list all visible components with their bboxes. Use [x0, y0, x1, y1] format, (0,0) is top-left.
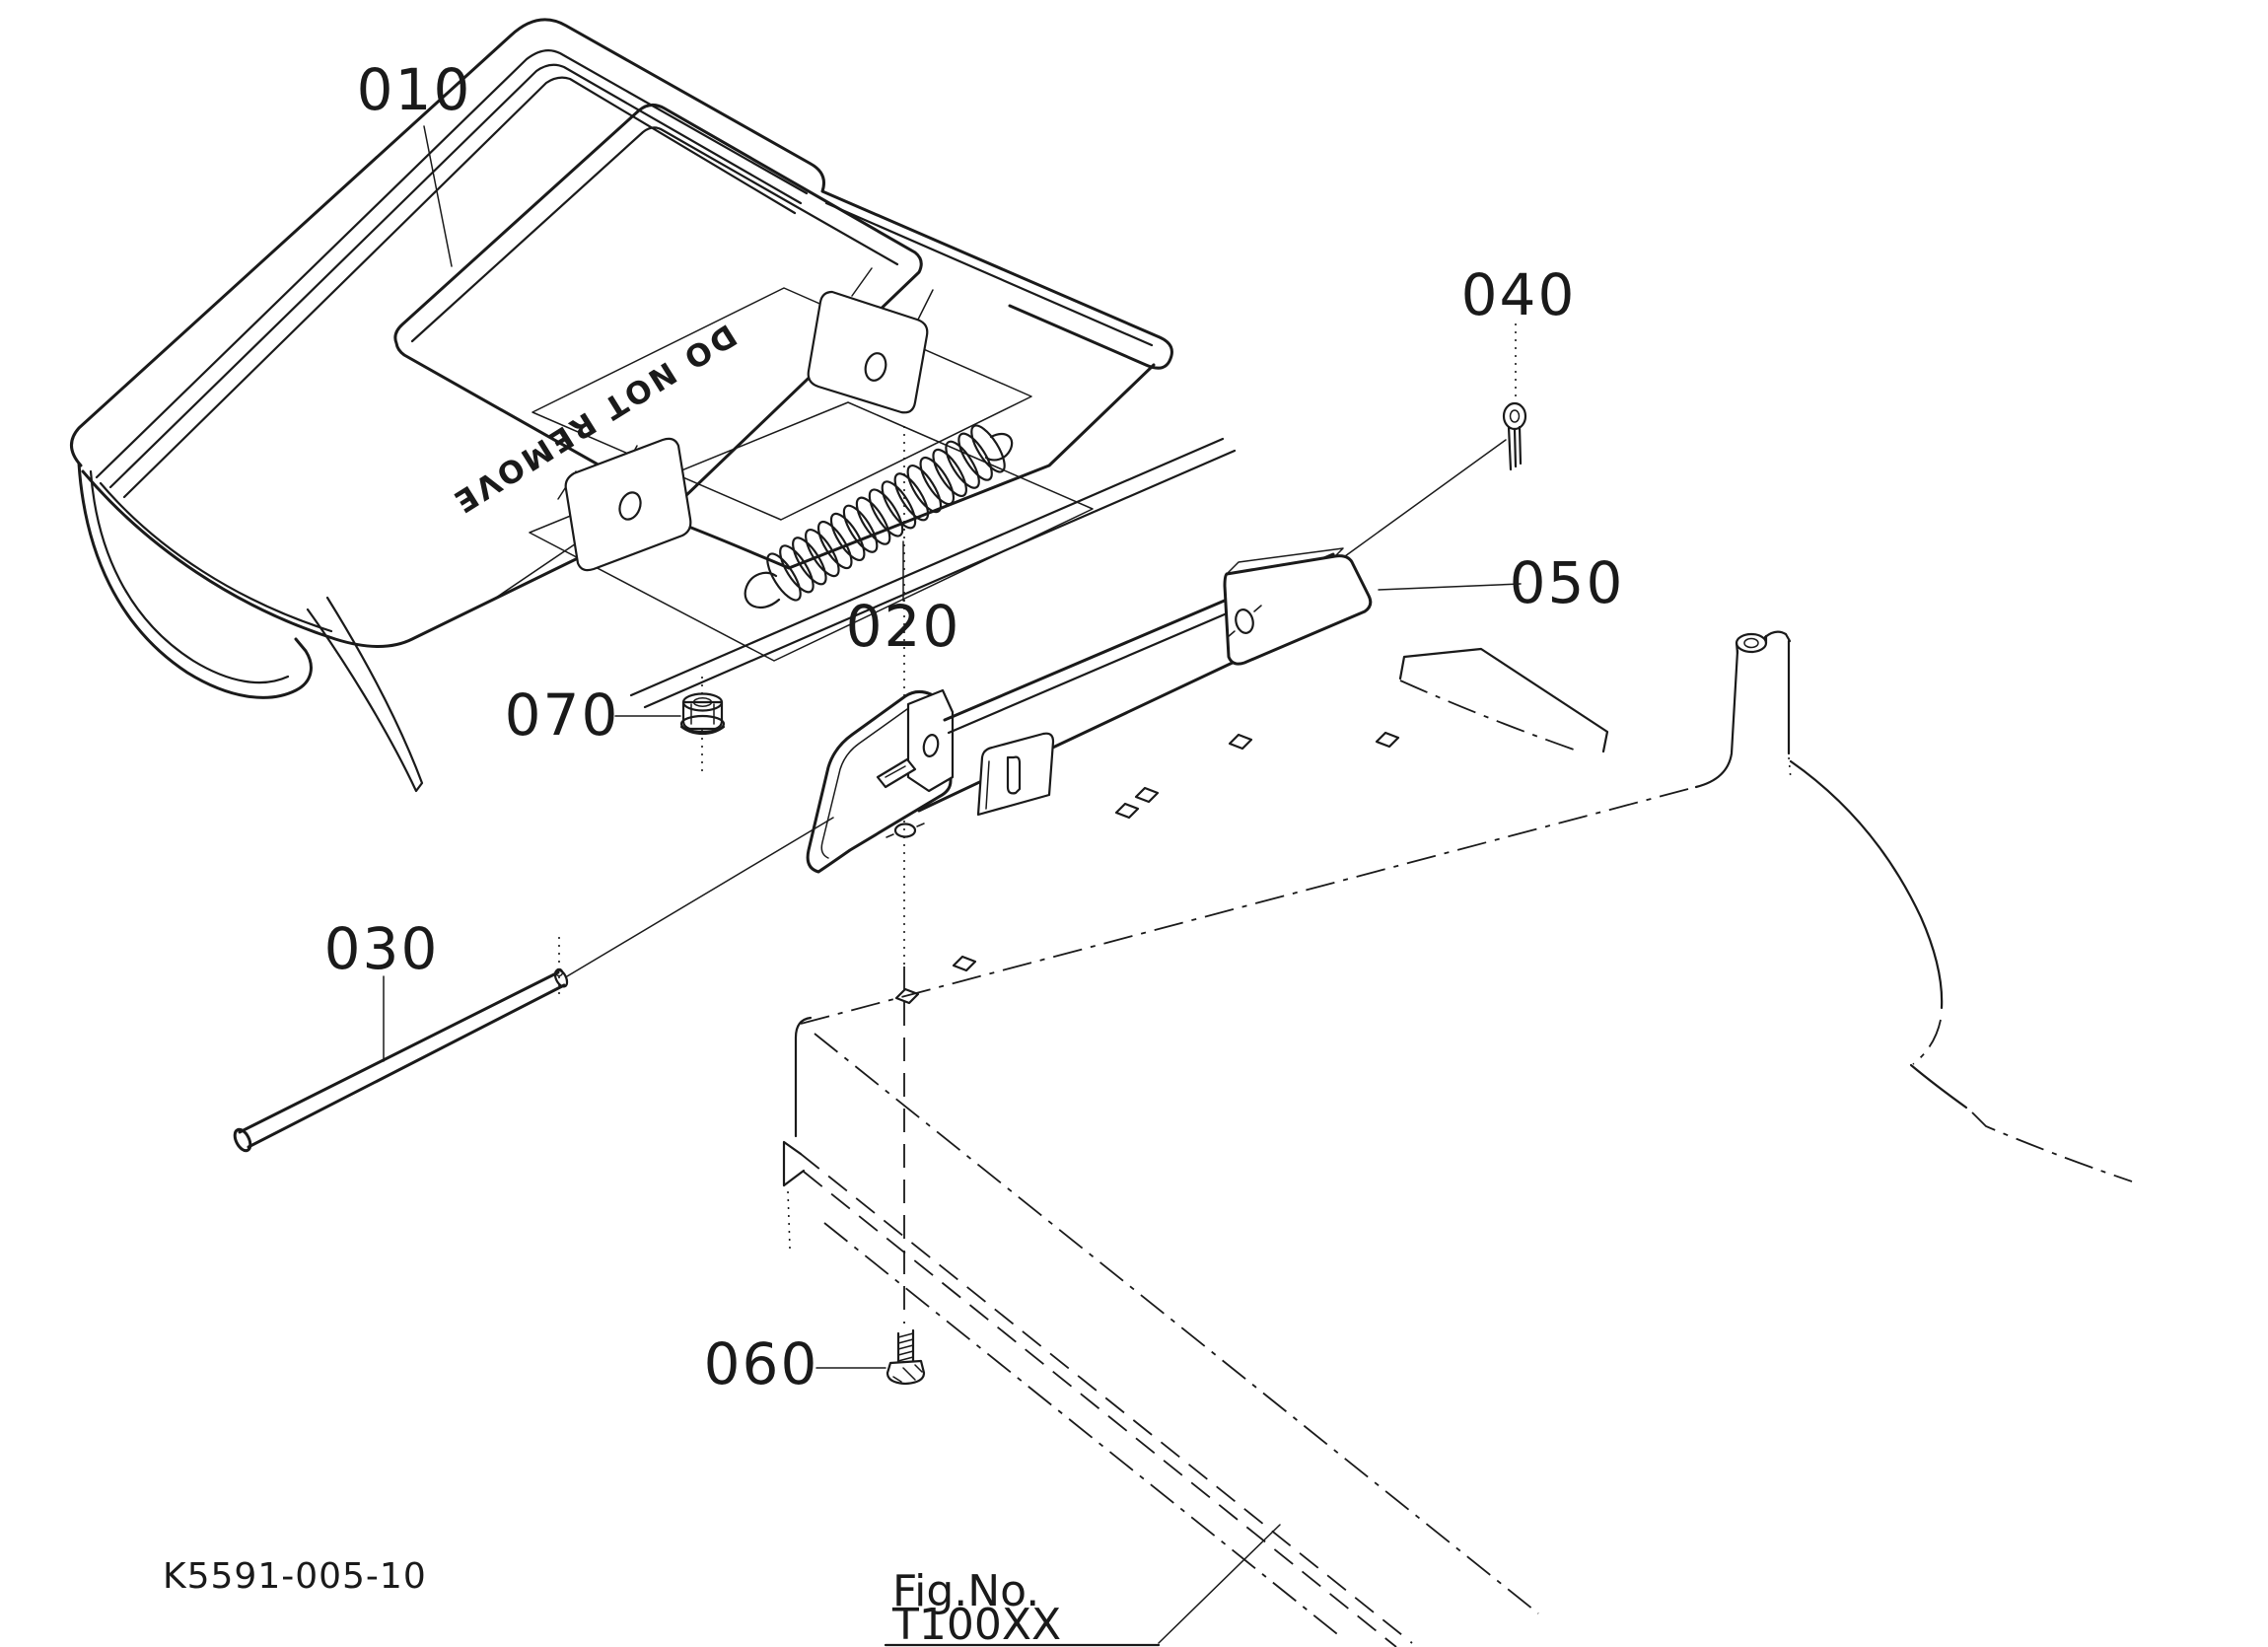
rod-right-cap [553, 968, 569, 988]
cover-right-band-line [824, 201, 1154, 347]
mower-deck-phantom [629, 437, 2133, 1647]
leader-010 [423, 125, 453, 267]
deck-belt-hump [1398, 647, 1609, 753]
deck-top-front-edge [800, 788, 1689, 1025]
deck-right-curve-dash [1912, 1019, 1942, 1065]
rod-pin-hole [554, 967, 564, 977]
fig-no-value[interactable]: T100XX [891, 1600, 1061, 1647]
cover-opening [393, 104, 923, 505]
deck-front-left-corner [794, 1016, 813, 1138]
cotter-pin-prongs [1507, 425, 1523, 471]
deck-right-cusp [1909, 1063, 1968, 1110]
deck-rear-post [1694, 630, 1792, 789]
fig-no-label[interactable]: Fig.No. [892, 1566, 1039, 1616]
cover-rib-1 [95, 48, 809, 479]
deck-bottom-front-edge [823, 1222, 1342, 1638]
callout-050[interactable]: 050 [1510, 549, 1625, 616]
rod-axis-line [566, 817, 834, 977]
callout-070[interactable]: 070 [505, 681, 620, 749]
deck-rear-lip-line2 [643, 449, 1237, 709]
deck-channel-line-lower [803, 1171, 1397, 1647]
bracket-left-tab-slot [922, 734, 940, 757]
deck-front-left-edge-dotted [787, 1190, 791, 1250]
cover-left-hinge-hole [618, 491, 642, 521]
leader-050 [1378, 583, 1522, 591]
cover-outer-outline [70, 18, 1173, 467]
nut-bore [692, 697, 713, 707]
cover-rib-3 [122, 76, 797, 499]
callout-010[interactable]: 010 [357, 56, 472, 123]
callout-020[interactable]: 020 [846, 593, 961, 660]
rod-left-cap [233, 1127, 252, 1153]
cover-left-skirt [77, 462, 313, 699]
bracket-right-gusset-hole [1235, 609, 1254, 634]
deck-face-fold-line [814, 1033, 1539, 1614]
deck-right-lower-edge [1971, 1111, 2133, 1182]
cover-rib-2 [108, 63, 803, 489]
part-060-bolt [886, 1328, 926, 1386]
deck-channel-line-upper [800, 1153, 1413, 1644]
fig-no-leader [1158, 1524, 1281, 1644]
nut-top-face [681, 692, 724, 712]
callout-030[interactable]: 030 [324, 915, 440, 982]
bracket-latch-keeper [976, 732, 1055, 817]
deck-slot-holes [894, 731, 1400, 1005]
callouts: 010 020 030 040 050 060 070 [324, 56, 1625, 1397]
deck-rear-lip-line [629, 437, 1225, 697]
cover-apron-inner [99, 481, 333, 633]
spring-left-hook [744, 571, 781, 609]
part-030-rod [233, 817, 834, 1153]
deck-belt-hump-base [1399, 680, 1575, 751]
bolt-head [886, 1359, 926, 1386]
drawing-number: K5591-005-10 [163, 1556, 427, 1597]
cotter-pin-loop [1502, 401, 1527, 431]
figure-reference[interactable]: Fig.No. T100XX [884, 1524, 1281, 1647]
part-020-spring [744, 424, 1014, 609]
part-010-cover: DO NOT REMOVE [70, 18, 1173, 793]
callout-040[interactable]: 040 [1461, 261, 1577, 328]
spring-coils [766, 424, 1006, 602]
bracket-latch-keeper-slot [1006, 755, 1022, 795]
bracket-arm-bottom-edge [917, 659, 1239, 813]
cover-opening-inner-line [410, 126, 899, 343]
spring-right-hook [984, 432, 1014, 462]
deck-right-curve [1789, 759, 1944, 1010]
cotter-pin-assembly-line [1344, 439, 1507, 557]
callout-060[interactable]: 060 [704, 1330, 819, 1397]
cover-apron-edge [81, 363, 1156, 648]
bracket-left-gusset-inner [820, 708, 908, 859]
cover-right-latch-block [807, 290, 929, 414]
bolt-threads [897, 1332, 914, 1362]
part-040-cotter-pin [1344, 401, 1527, 557]
nut-flange [679, 714, 726, 734]
deck-channel-end [782, 1140, 806, 1187]
reference-box-lower [529, 401, 1094, 662]
bracket-right-gusset [1223, 554, 1373, 666]
cover-left-hinge-block [564, 437, 692, 572]
part-070-flange-nut [679, 692, 726, 736]
rod-bottom-edge [247, 983, 566, 1149]
bracket-left-tab [906, 688, 955, 793]
cover-left-arm [306, 596, 424, 793]
bracket-left-gusset-hole [893, 823, 917, 838]
part-050-bracket [806, 547, 1373, 874]
rod-top-edge [238, 970, 560, 1134]
cover-left-skirt-inner [89, 469, 290, 684]
cover-right-latch-hole [864, 352, 887, 382]
